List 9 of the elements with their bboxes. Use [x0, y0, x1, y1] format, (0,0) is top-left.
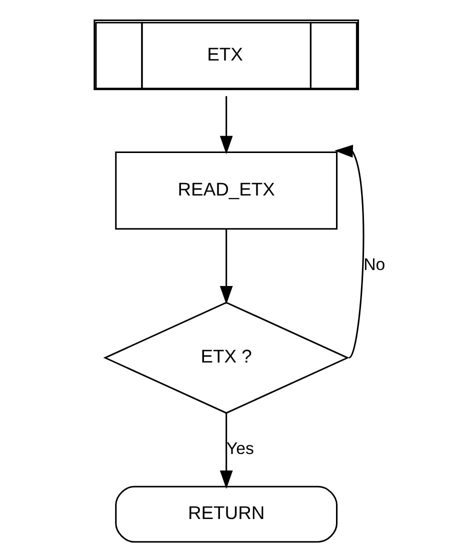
arrow — [219, 228, 232, 304]
node-box: RETURN — [114, 486, 338, 543]
arrow — [219, 413, 232, 489]
node-diamond: ETX ? — [102, 302, 349, 414]
arrow — [334, 144, 364, 358]
node-box: READ_ETX — [114, 151, 338, 230]
edge-label: No — [363, 255, 385, 274]
edge-label: Yes — [226, 439, 254, 458]
arrow — [219, 96, 232, 154]
